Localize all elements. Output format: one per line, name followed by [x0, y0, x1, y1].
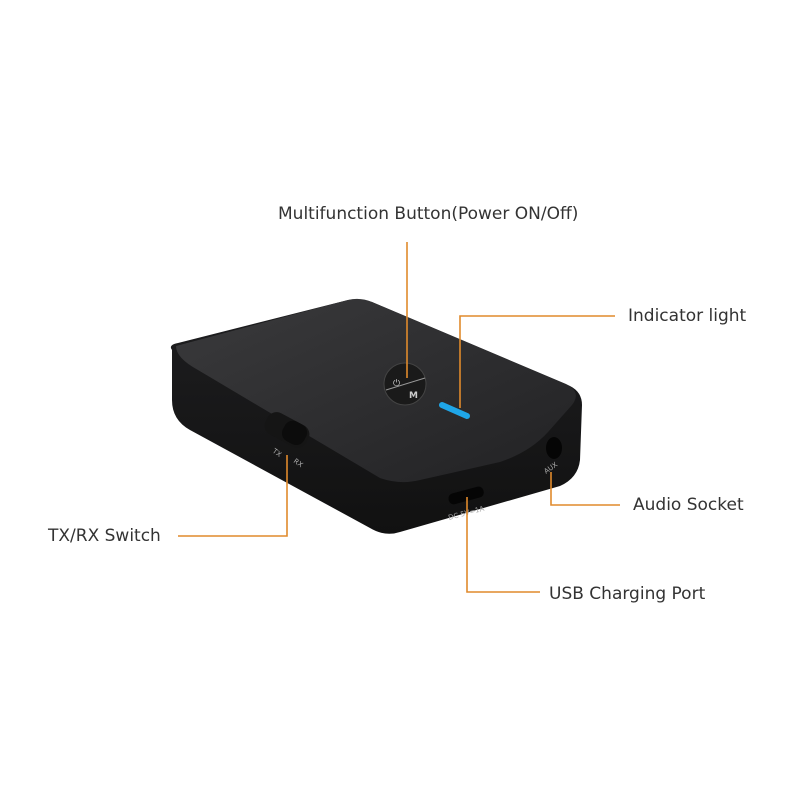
indicator-led: [439, 402, 470, 419]
leader-lines: [178, 242, 620, 593]
label-indicator-light: Indicator light: [628, 306, 747, 326]
label-multifunction-button: Multifunction Button(Power ON/Off): [278, 204, 579, 224]
label-audio-socket: Audio Socket: [633, 495, 744, 515]
m-icon: M: [409, 391, 418, 401]
leader-indicator: [459, 315, 615, 408]
label-usb-charging-port: USB Charging Port: [549, 584, 706, 604]
bluetooth-device: ⏻ M TX RX DC 5V=1A AUX: [170, 298, 582, 534]
leader-usb: [466, 497, 540, 593]
label-tx-rx-switch: TX/RX Switch: [48, 526, 161, 546]
usb-port: [448, 486, 484, 505]
multifunction-button: ⏻ M: [383, 362, 427, 406]
device-top: [176, 298, 576, 483]
leader-txrx: [178, 455, 288, 537]
audio-jack: [546, 437, 562, 459]
leader-audio: [550, 472, 620, 506]
power-icon: ⏻: [393, 378, 400, 389]
